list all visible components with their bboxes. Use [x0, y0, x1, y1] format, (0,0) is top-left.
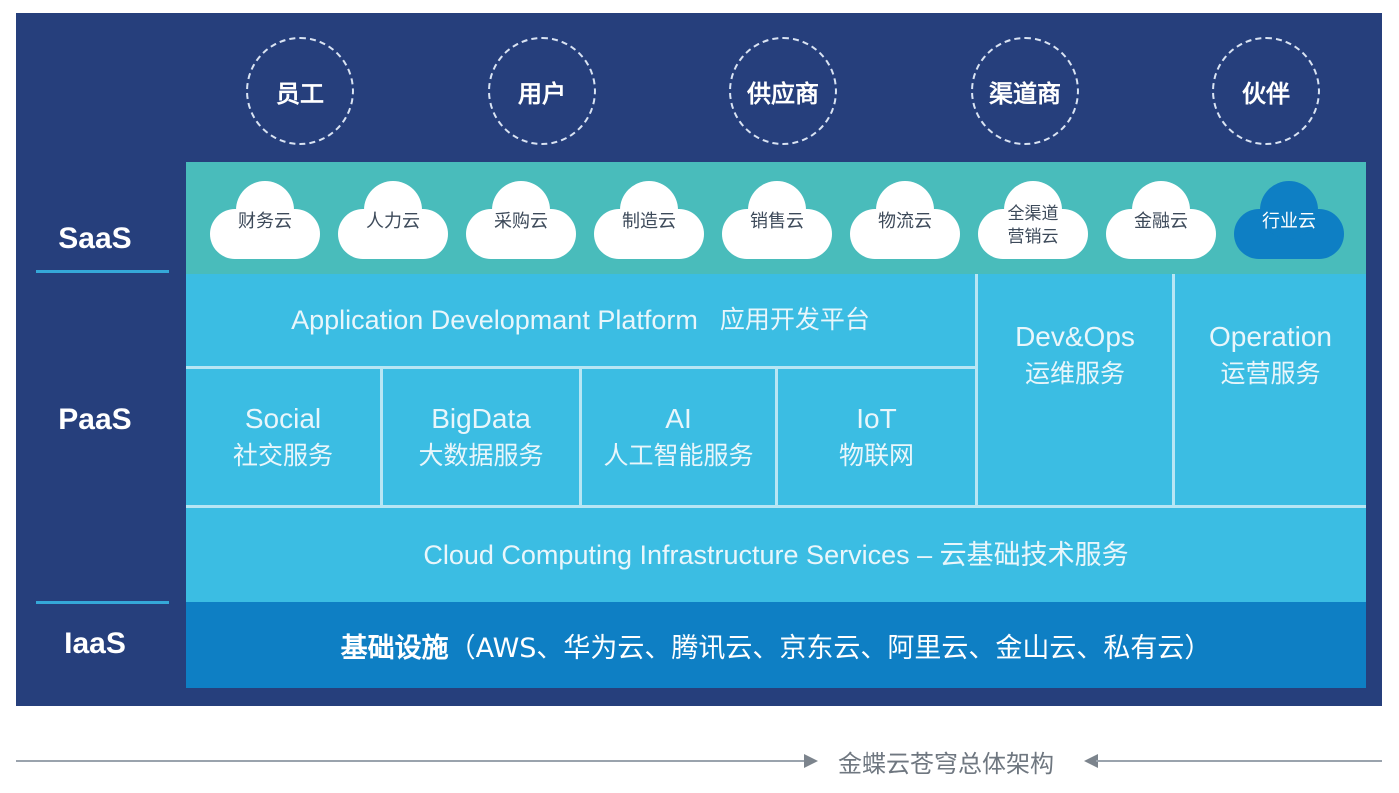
- app-dev-platform-en: Application Developmant Platform: [291, 305, 698, 335]
- cloud-label: 行业云: [1262, 211, 1316, 232]
- service-social-en: Social: [244, 403, 322, 434]
- service-social: Social 社交服务: [186, 369, 380, 505]
- service-ai-en: AI: [665, 403, 692, 434]
- cloud-logistics: 物流云: [850, 181, 960, 261]
- cloud-hr: 人力云: [338, 181, 448, 261]
- cloud-procurement: 采购云: [466, 181, 576, 261]
- service-iot-zh: 物联网: [838, 441, 914, 470]
- diagram-caption: 金蝶云苍穹总体架构: [838, 750, 1054, 778]
- layer-divider-saas: [36, 270, 169, 273]
- cloud-manufacturing: 制造云: [594, 181, 704, 261]
- iaas-providers: （AWS、华为云、腾讯云、京东云、阿里云、金山云、私有云）: [448, 632, 1212, 664]
- service-ai-zh: 人工智能服务: [603, 441, 754, 470]
- stakeholder-employee: 员工: [246, 37, 354, 145]
- cloud-label: 采购云: [494, 211, 548, 232]
- service-devops: Dev&Ops 运维服务: [978, 274, 1172, 505]
- service-ai: AI 人工智能服务: [582, 369, 775, 505]
- app-dev-platform: Application Developmant Platform 应用开发平台: [186, 274, 975, 366]
- cloud-label: 财务云: [238, 211, 292, 232]
- layer-label-saas: SaaS: [58, 222, 132, 255]
- stakeholder-user: 用户: [488, 37, 596, 145]
- cloud-finance-services: 金融云: [1106, 181, 1216, 261]
- cloud-label: 全渠道 营销云: [1007, 204, 1059, 247]
- stakeholder-partner: 伙伴: [1212, 37, 1320, 145]
- service-operation-en: Operation: [1209, 320, 1332, 352]
- service-devops-en: Dev&Ops: [1015, 320, 1135, 352]
- cloud-infra-label: Cloud Computing Infrastructure Services …: [423, 540, 1129, 570]
- divider: [975, 274, 978, 505]
- layer-label-paas: PaaS: [58, 403, 132, 436]
- cloud-label: 物流云: [878, 211, 932, 232]
- service-iot: IoT 物联网: [778, 369, 975, 505]
- layer-label-iaas: IaaS: [64, 627, 126, 660]
- layer-divider-paas: [36, 601, 169, 604]
- service-bigdata-en: BigData: [431, 403, 531, 434]
- service-bigdata: BigData 大数据服务: [383, 369, 579, 505]
- app-dev-platform-zh: 应用开发平台: [719, 305, 870, 334]
- cloud-infra-services: Cloud Computing Infrastructure Services …: [186, 508, 1366, 602]
- service-iot-en: IoT: [856, 403, 897, 434]
- cloud-omnichannel-marketing: 全渠道 营销云: [978, 181, 1088, 261]
- cloud-label: 制造云: [622, 211, 676, 232]
- cloud-finance: 财务云: [210, 181, 320, 261]
- service-bigdata-zh: 大数据服务: [418, 441, 544, 470]
- service-operation: Operation 运营服务: [1175, 274, 1366, 505]
- cloud-sales: 销售云: [722, 181, 832, 261]
- service-devops-zh: 运维服务: [1024, 358, 1125, 388]
- cloud-industry: 行业云: [1234, 181, 1344, 261]
- cloud-label: 人力云: [366, 211, 420, 232]
- caption-line-left: [16, 760, 806, 762]
- divider: [1172, 274, 1175, 505]
- divider: [186, 505, 1366, 508]
- divider: [775, 366, 778, 505]
- service-social-zh: 社交服务: [232, 441, 333, 470]
- cloud-label: 销售云: [750, 211, 804, 232]
- arrow-right-icon: [804, 754, 818, 768]
- divider: [579, 366, 582, 505]
- cloud-label: 金融云: [1134, 211, 1188, 232]
- iaas-band: 基础设施 （AWS、华为云、腾讯云、京东云、阿里云、金山云、私有云）: [186, 602, 1366, 688]
- divider: [380, 366, 383, 505]
- stakeholder-supplier: 供应商: [729, 37, 837, 145]
- caption-line-right: [1096, 760, 1382, 762]
- stakeholder-channel: 渠道商: [971, 37, 1079, 145]
- service-operation-zh: 运营服务: [1220, 358, 1321, 388]
- arrow-left-icon: [1084, 754, 1098, 768]
- iaas-title: 基础设施: [340, 632, 449, 664]
